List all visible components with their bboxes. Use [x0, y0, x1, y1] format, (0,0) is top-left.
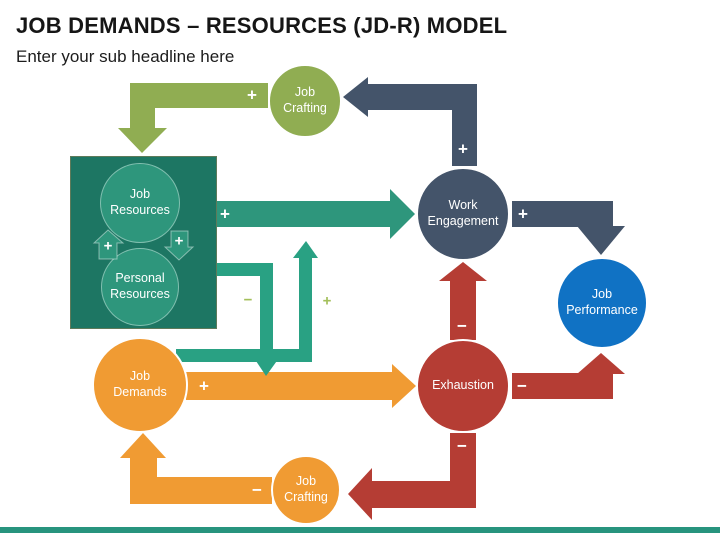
arrow-exhaustion-to-engagement: [439, 262, 487, 340]
node-personal-resources: Personal Resources: [101, 248, 179, 326]
arrow-exhaustion-to-performance: [512, 353, 625, 399]
footer-accent-bar: [0, 527, 720, 533]
arrow-mutual-down-icon: [163, 230, 195, 261]
page-subtitle: Enter your sub headline here: [16, 47, 235, 66]
sign-exhaustion-to-crafting: −: [457, 436, 467, 456]
sign-exhaustion-to-engagement: −: [457, 316, 467, 336]
arrow-mutual-up-icon: [92, 229, 125, 260]
arrow-engagement-to-crafting: [343, 77, 477, 166]
sign-resources-to-engagement: +: [220, 204, 230, 224]
arrow-demands-to-resources: [176, 241, 318, 362]
node-job-crafting-top: Job Crafting: [268, 64, 342, 138]
sign-engagement-to-crafting: +: [458, 139, 468, 159]
sign-exhaustion-to-performance: −: [517, 376, 527, 396]
sign-mutual-gain-left: +: [103, 237, 113, 255]
arrow-demands-to-exhaustion: [186, 364, 416, 408]
page-title: JOB DEMANDS – RESOURCES (JD-R) MODEL: [16, 13, 508, 38]
node-exhaustion: Exhaustion: [416, 339, 510, 433]
arrow-crafting-to-resources: [118, 83, 268, 153]
node-job-performance: Job Performance: [556, 257, 648, 349]
arrow-exhaustion-to-crafting: [348, 433, 476, 520]
sign-crafting-to-demands: −: [252, 480, 262, 500]
sign-mutual-gain-right: +: [174, 232, 184, 250]
sign-crafting-to-resources: +: [247, 85, 257, 105]
sign-demands-to-exhaustion: +: [199, 376, 209, 396]
node-work-engagement: Work Engagement: [416, 167, 510, 261]
node-job-resources: Job Resources: [100, 163, 180, 243]
node-job-demands: Job Demands: [92, 337, 188, 433]
arrow-crafting-to-demands: [120, 433, 272, 504]
arrow-resources-to-demands: [217, 263, 279, 376]
sign-demands-to-resources: +: [322, 292, 332, 310]
arrow-resources-to-engagement: [217, 189, 415, 239]
node-job-crafting-bottom: Job Crafting: [271, 455, 341, 525]
sign-engagement-to-performance: +: [518, 204, 528, 224]
arrow-engagement-to-performance: [512, 201, 625, 255]
sign-resources-to-demands: −: [243, 291, 253, 309]
